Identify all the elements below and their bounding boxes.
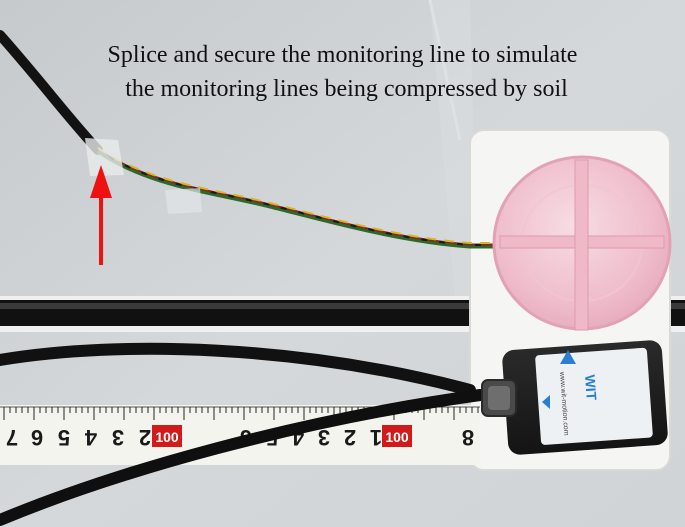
tape-digit: 3 <box>112 425 124 450</box>
caption-line-1: Splice and secure the monitoring line to… <box>107 42 578 68</box>
sensor-url-text: www.wit-motion.com <box>558 371 570 436</box>
tape-digit: 2 <box>139 425 151 450</box>
tape-red-badge <box>152 425 182 447</box>
tape-digit: 5 <box>58 425 70 450</box>
tape-digit: 1 <box>370 425 382 450</box>
sensor-brand-mark: WIT <box>582 374 600 401</box>
pink-dome-bracket <box>492 155 672 331</box>
tape-digit: 7 <box>6 425 18 450</box>
red-arrow-indicator <box>90 165 112 265</box>
tape-measure <box>0 405 480 465</box>
tape-red-badge <box>382 425 412 447</box>
tape-digit: 8 <box>462 425 474 450</box>
caption: Splice and secure the monitoring line to… <box>0 38 685 106</box>
tape-red-badge-label: 100 <box>385 429 409 445</box>
inclinometer-sensor: WIT www.wit-motion.com <box>481 340 668 455</box>
caption-line-2: the monitoring lines being compressed by… <box>125 76 568 102</box>
tape-digit: 3 <box>318 425 330 450</box>
tape-digit: 2 <box>344 425 356 450</box>
tape-digit: 4 <box>84 425 97 450</box>
sensor-cable <box>0 342 476 396</box>
tape-red-badge-label: 100 <box>155 429 179 445</box>
tape-digit: 6 <box>31 425 43 450</box>
